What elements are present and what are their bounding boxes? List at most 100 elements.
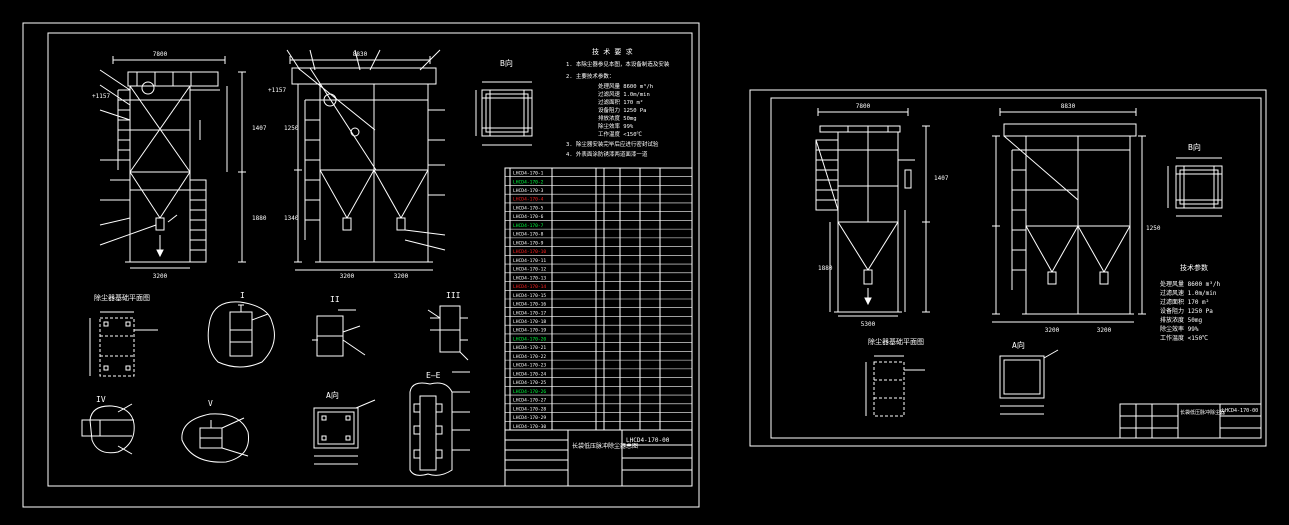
bom-row-code: LHCD4-170-17 [513,310,546,316]
bom-row-code: LHCD4-170-22 [513,354,546,360]
tech-line-10: 3. 除尘器安装完毕后应进行密封试验 [566,140,659,148]
title-block-name-1: 长袋低压脉冲除尘器总图 [572,442,638,450]
bom-row-code: LHCD4-170-28 [513,406,546,412]
detail-v [181,413,250,463]
bom-row-code: LHCD4-170-20 [513,336,546,342]
bom-row-code: LHCD4-170-29 [513,415,546,421]
s2-param-5: 排放浓度 50mg [1160,316,1202,324]
s2-title-block-no: LHCD4-170-00 [1222,408,1258,414]
tech-line-11: 4. 外表面涂防锈漆两道面漆一道 [566,150,648,158]
front-elevation-view [99,56,246,269]
bom-row-code: LHCD4-170-13 [513,275,546,281]
bom-row-code: LHCD4-170-21 [513,345,546,351]
foundation-title-1: 除尘器基础平面图 [94,293,150,302]
bom-row-code: LHCD4-170-23 [513,363,546,369]
front-view-top-dim: 7800 [153,51,168,58]
bom-row-code: LHCD4-170-7 [513,223,544,229]
title-block-sheet-2 [1119,403,1262,439]
s2-title-block-name: 长袋低压脉冲除尘器 [1180,409,1225,416]
bom-row-code: LHCD4-170-15 [513,293,546,299]
s2-dim-b: 1880 [818,265,833,272]
detail-i-label: I [240,291,245,300]
bom-row-code: LHCD4-170-14 [513,284,546,290]
section-b-view-2 [1167,157,1223,217]
bom-row-code: LHCD4-170-8 [513,232,544,238]
bom-row-code: LHCD4-170-10 [513,249,546,255]
s2-params-title: 技术参数 [1180,263,1208,272]
side-view-elev: +1157 [268,87,286,94]
section-a-view-sheet-2 [999,349,1059,415]
s2-param-4: 设备阻力 1250 Pa [1160,307,1213,315]
front-view-elev: +1157 [92,93,110,100]
tech-lines: 1. 本除尘器参见本图，本设备制造及安装 2. 主要技术参数： 处理风量 860… [566,60,670,158]
title-block-no-1: LHCD4-170-00 [626,437,670,444]
tech-line-1: 1. 本除尘器参见本图，本设备制造及安装 [566,60,670,68]
bom-row-code: LHCD4-170-30 [513,424,546,430]
bom-row-code: LHCD4-170-25 [513,380,546,386]
tech-line-9: 工作温度 <150℃ [598,130,643,138]
bom-row-code: LHCD4-170-18 [513,319,546,325]
side-elevation-view [286,49,446,271]
detail-v-label: V [208,399,213,408]
detail-iv-label: IV [96,395,106,404]
s2-bottom-dim-a: 5300 [861,321,876,328]
tech-line-4: 过滤风速 1.0m/min [598,90,650,98]
s2-param-3: 过滤面积 170 m² [1160,298,1209,306]
bom-row-code: LHCD4-170-11 [513,258,546,264]
front-view-dim-a: 1407 [252,125,267,132]
tech-title: 技 术 要 求 [592,47,633,56]
bom-row-code: LHCD4-170-19 [513,328,546,334]
bom-row-code: LHCD4-170-9 [513,240,544,246]
side-view-bottom-dim-a: 3200 [340,273,355,280]
bom-row-code: LHCD4-170-27 [513,398,546,404]
foundation-plan-sheet-1 [89,311,158,377]
sheet-1-outer-frame [22,22,700,508]
s2-section-a-label: A向 [1012,340,1025,350]
s2-front-top-dim: 7800 [856,103,871,110]
sheet-2-inner-frame [770,97,1262,439]
side-view-dim-b: 1340 [284,215,299,222]
section-a-label: A向 [326,390,339,400]
section-ee-view [409,371,470,476]
s2-param-1: 处理风量 8600 m³/h [1160,280,1221,288]
bom-row-code: LHCD4-170-4 [513,197,544,203]
detail-ii-label: II [330,295,340,304]
bom-row-code: LHCD4-170-6 [513,214,544,220]
side-elevation-view-2 [992,108,1146,323]
tech-line-2: 2. 主要技术参数： [566,72,614,80]
bom-row-code: LHCD4-170-12 [513,267,546,273]
detail-ii [312,309,366,357]
bom-row-code: LHCD4-170-16 [513,302,546,308]
s2-foundation-title: 除尘器基础平面图 [868,337,924,346]
bom-row-code: LHCD4-170-5 [513,205,544,211]
detail-i [207,301,275,368]
s2-bottom-dim-c: 3200 [1097,327,1112,334]
bom-table: LHCD4-170-1LHCD4-170-2LHCD4-170-3LHCD4-1… [504,167,693,487]
s2-param-2: 过滤风速 1.0m/min [1160,289,1217,297]
side-view-top-dim: 8830 [353,51,368,58]
s2-params: 处理风量 8600 m³/h 过滤风速 1.0m/min 过滤面积 170 m²… [1160,280,1221,342]
sheet-1: LHCD4-170-1LHCD4-170-2LHCD4-170-3LHCD4-1… [22,22,700,508]
tech-line-8: 除尘效率 99% [598,122,634,130]
tech-line-7: 排放浓度 50mg [598,114,637,122]
s2-param-6: 除尘效率 99% [1160,325,1199,333]
bom-row-code: LHCD4-170-2 [513,179,544,185]
detail-iv [81,403,135,455]
side-view-bottom-dim-b: 3200 [394,273,409,280]
front-view-bottom-dim: 3200 [153,273,168,280]
detail-iii [427,305,469,361]
bom-row-code: LHCD4-170-24 [513,371,546,377]
tech-line-6: 设备阻力 1250 Pa [598,106,647,114]
section-ee-label: E—E [426,371,441,380]
tech-line-5: 过滤面积 170 m² [598,98,643,106]
s2-dim-a: 1407 [934,175,949,182]
side-view-dim-a: 1250 [284,125,299,132]
detail-iii-label: III [446,291,461,300]
front-elevation-view-2 [815,108,930,317]
sheet-2 [749,89,1267,447]
tech-line-3: 处理风量 8600 m³/h [598,82,653,90]
bom-row-code: LHCD4-170-26 [513,389,546,395]
foundation-plan-sheet-2 [865,355,925,417]
s2-side-top-dim: 8830 [1061,103,1076,110]
